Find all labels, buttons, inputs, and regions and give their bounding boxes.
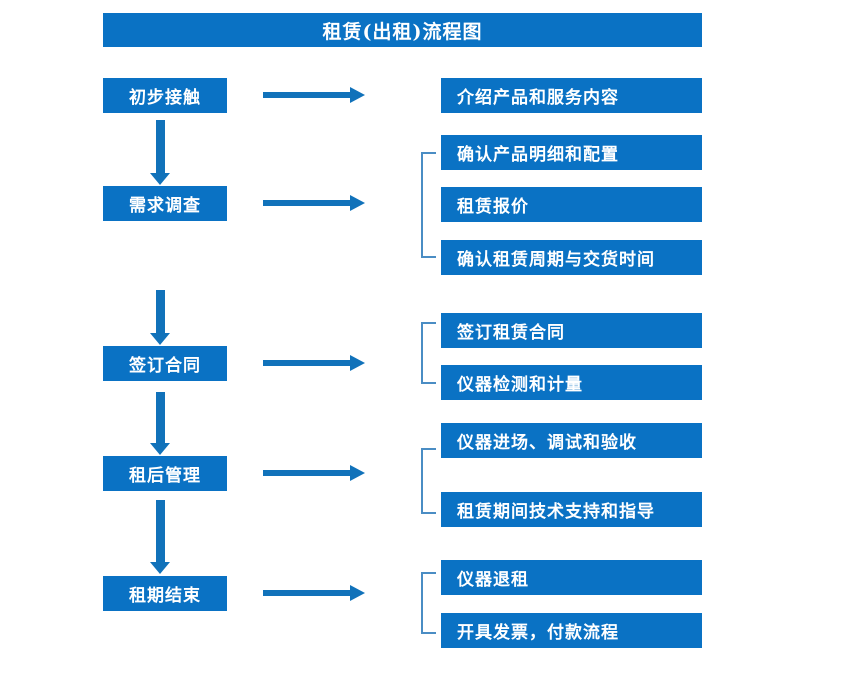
stage-box-initial-contact[interactable]: 初步接触 <box>103 78 227 113</box>
detail-box-confirm-product-spec[interactable]: 确认产品明细和配置 <box>441 135 702 170</box>
right-arrow-icon-5 <box>263 585 365 601</box>
stage-box-lease-end[interactable]: 租期结束 <box>103 576 227 611</box>
right-arrow-icon-1 <box>263 87 365 103</box>
stage-box-demand-survey[interactable]: 需求调查 <box>103 186 227 221</box>
group-bracket-post-rental <box>421 448 436 514</box>
down-arrow-icon-2 <box>150 290 170 345</box>
detail-box-introduce-products[interactable]: 介绍产品和服务内容 <box>441 78 702 113</box>
group-bracket-demand-survey <box>421 152 436 258</box>
down-arrow-icon-1 <box>150 120 170 185</box>
right-arrow-icon-4 <box>263 465 365 481</box>
detail-box-technical-support[interactable]: 租赁期间技术支持和指导 <box>441 492 702 527</box>
detail-box-sign-rental-contract[interactable]: 签订租赁合同 <box>441 313 702 348</box>
detail-box-instrument-inspection[interactable]: 仪器检测和计量 <box>441 365 702 400</box>
detail-box-confirm-period-delivery[interactable]: 确认租赁周期与交货时间 <box>441 240 702 275</box>
group-bracket-lease-end <box>421 572 436 634</box>
group-bracket-sign-contract <box>421 322 436 384</box>
right-arrow-icon-2 <box>263 195 365 211</box>
detail-box-instrument-entry-commissioning[interactable]: 仪器进场、调试和验收 <box>441 423 702 458</box>
stage-box-post-rental-management[interactable]: 租后管理 <box>103 456 227 491</box>
detail-box-invoice-payment[interactable]: 开具发票，付款流程 <box>441 613 702 648</box>
right-arrow-icon-3 <box>263 355 365 371</box>
page-title: 租赁(出租)流程图 <box>103 13 702 47</box>
stage-box-sign-contract[interactable]: 签订合同 <box>103 346 227 381</box>
down-arrow-icon-4 <box>150 500 170 574</box>
detail-box-instrument-return[interactable]: 仪器退租 <box>441 560 702 595</box>
detail-box-rental-quotation[interactable]: 租赁报价 <box>441 187 702 222</box>
down-arrow-icon-3 <box>150 392 170 455</box>
